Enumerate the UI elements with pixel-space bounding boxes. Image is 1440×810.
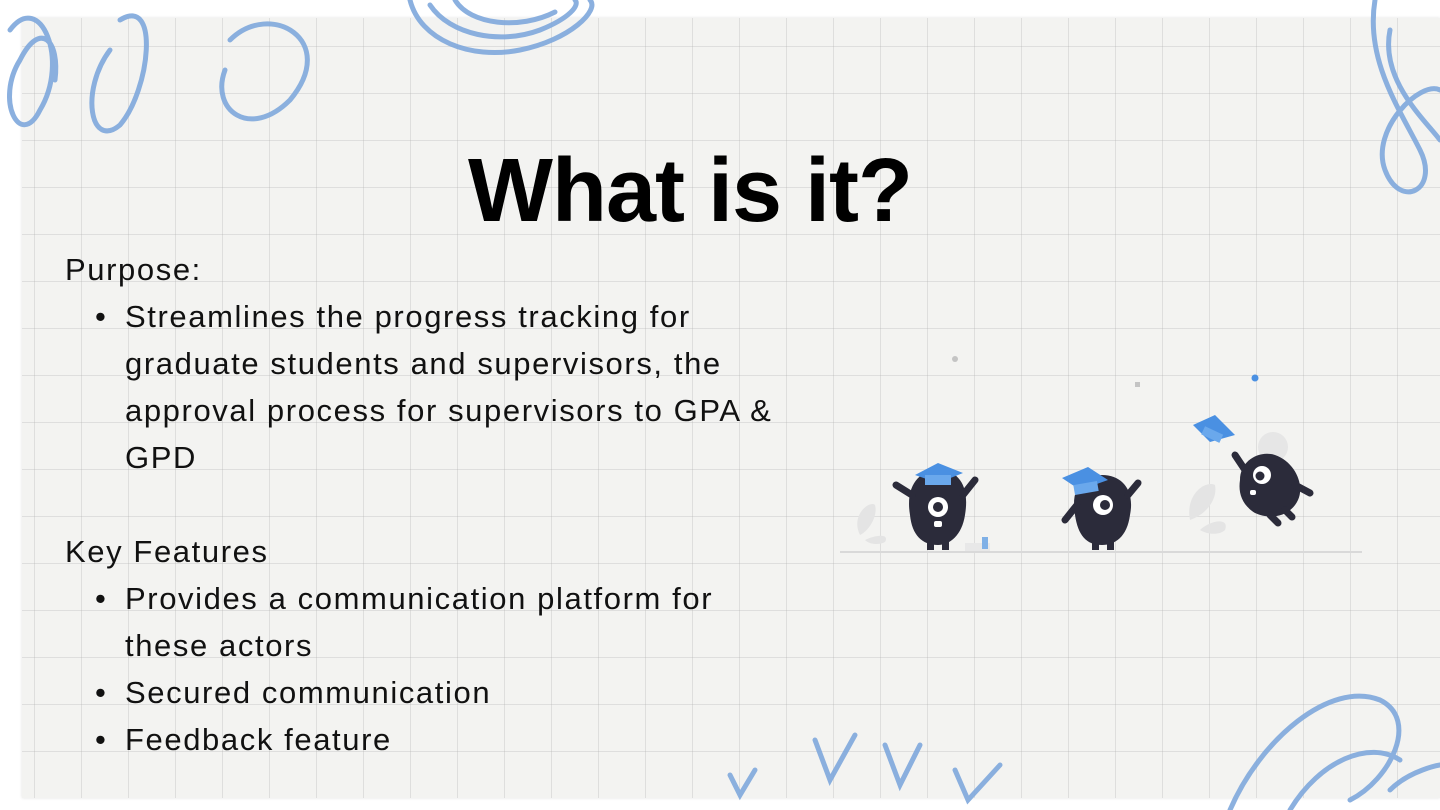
key-features-heading: Key Features: [65, 534, 269, 569]
graduation-characters-illustration: [840, 356, 1362, 553]
page-title: What is it?: [468, 141, 913, 241]
list-item: Streamlines the progress tracking for gr…: [65, 293, 785, 481]
purpose-list: Streamlines the progress tracking for gr…: [65, 293, 825, 481]
list-item: Secured communication: [65, 669, 825, 716]
purpose-heading: Purpose:: [65, 252, 202, 287]
slide-content: Purpose: Streamlines the progress tracki…: [65, 246, 825, 763]
list-item: Provides a communication platform for th…: [65, 575, 805, 669]
features-list: Provides a communication platform for th…: [65, 575, 825, 763]
list-item: Feedback feature: [65, 716, 825, 763]
